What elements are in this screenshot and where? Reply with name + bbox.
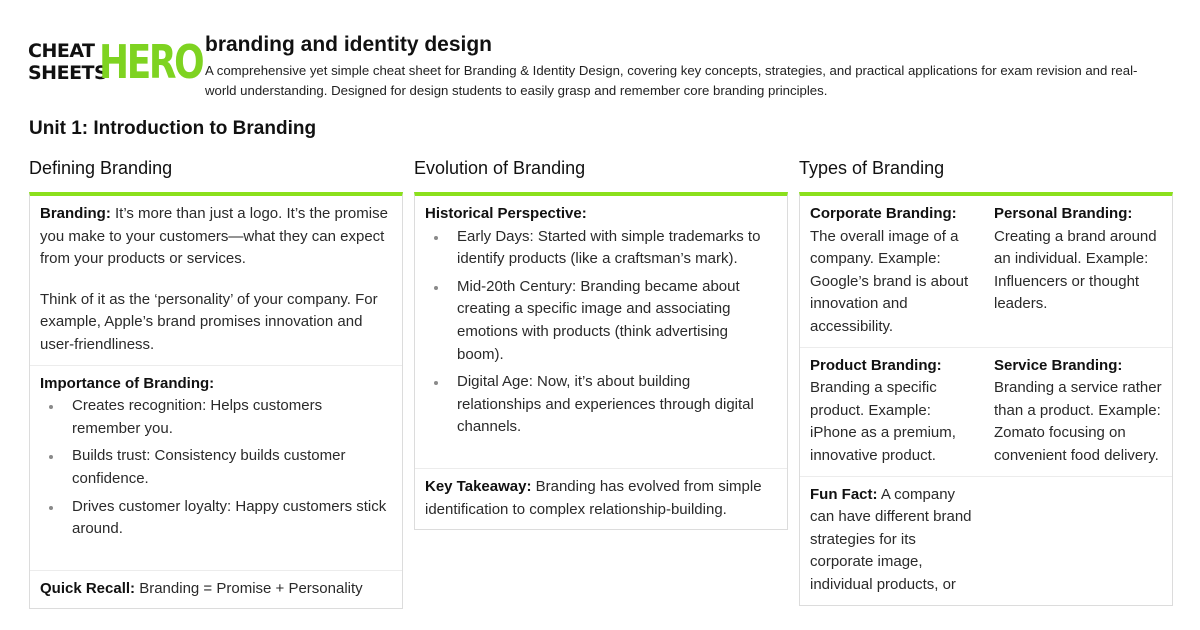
type-personal: Personal Branding: Creating a brand arou…	[994, 203, 1162, 339]
quick-recall-label: Quick Recall:	[40, 579, 136, 597]
fun-fact-text: A company can have different brand strat…	[810, 485, 972, 593]
list-item: Builds trust: Consistency builds custome…	[40, 445, 392, 490]
term-label: Branding:	[40, 205, 111, 222]
list-item: Early Days: Started with simple trademar…	[425, 226, 777, 271]
list-item: Mid-20th Century: Branding became about …	[425, 276, 777, 366]
type-label: Service Branding:	[994, 356, 1123, 374]
list-item: Digital Age: Now, it’s about building re…	[425, 371, 777, 439]
section-types-row-1: Corporate Branding: The overall image of…	[800, 196, 1172, 348]
quick-recall-text: Branding = Promise + Personality	[135, 579, 363, 597]
type-label: Product Branding:	[810, 356, 942, 374]
list-item: Creates recognition: Helps customers rem…	[40, 395, 392, 440]
empty-cell	[994, 484, 1162, 597]
section-label: Importance of Branding:	[40, 374, 215, 392]
list-item: Drives customer loyalty: Happy customers…	[40, 496, 392, 541]
section-quick-recall: Quick Recall: Branding = Promise + Perso…	[30, 571, 402, 609]
term-text: It’s more than just a logo. It’s the pro…	[40, 205, 388, 268]
section-types-row-2: Product Branding: Branding a specific pr…	[800, 348, 1172, 477]
column-defining-branding: Defining Branding Branding: It’s more th…	[29, 155, 403, 610]
card-evolution: Historical Perspective: Early Days: Star…	[414, 192, 788, 531]
type-product: Product Branding: Branding a specific pr…	[810, 355, 978, 468]
card-defining-branding: Branding: It’s more than just a logo. It…	[29, 192, 403, 610]
logo-hero: HERO	[99, 35, 205, 89]
card-types: Corporate Branding: The overall image of…	[799, 192, 1173, 606]
section-branding-definition: Branding: It’s more than just a logo. It…	[30, 196, 402, 366]
column-types-of-branding: Types of Branding Corporate Branding: Th…	[799, 155, 1173, 606]
column-title: Types of Branding	[799, 158, 945, 178]
importance-list: Creates recognition: Helps customers rem…	[40, 395, 392, 541]
logo-line-2: SHEETS	[28, 62, 108, 84]
type-service: Service Branding: Branding a service rat…	[994, 355, 1162, 468]
type-corporate: Corporate Branding: The overall image of…	[810, 203, 978, 339]
title-block: branding and identity design A comprehen…	[205, 32, 1165, 101]
section-importance: Importance of Branding: Creates recognit…	[30, 366, 402, 571]
column-title: Evolution of Branding	[414, 158, 586, 178]
type-label: Corporate Branding:	[810, 205, 957, 222]
history-list: Early Days: Started with simple trademar…	[425, 226, 777, 439]
section-label: Historical Perspective:	[425, 205, 587, 222]
column-evolution-of-branding: Evolution of Branding Historical Perspec…	[414, 155, 788, 531]
column-title: Defining Branding	[29, 158, 173, 178]
unit-title: Unit 1: Introduction to Branding	[29, 118, 317, 139]
page-title: branding and identity design	[205, 33, 493, 56]
type-text: The overall image of a company. Example:…	[810, 227, 969, 335]
section-historical-perspective: Historical Perspective: Early Days: Star…	[415, 196, 787, 469]
example-paragraph: Think of it as the ‘personality’ of your…	[40, 290, 378, 353]
key-takeaway-text: Branding has evolved from simple identif…	[425, 477, 762, 518]
type-label: Personal Branding:	[994, 205, 1133, 222]
cheatsheets-hero-logo[interactable]: CHEAT SHEETS HERO	[28, 36, 205, 90]
section-key-takeaway: Key Takeaway: Branding has evolved from …	[415, 469, 787, 529]
logo-wordmark: CHEAT SHEETS	[28, 40, 108, 84]
logo-line-1: CHEAT	[28, 40, 95, 62]
definition-paragraph: Branding: It’s more than just a logo. It…	[40, 203, 392, 271]
page-description: A comprehensive yet simple cheat sheet f…	[205, 63, 1138, 98]
type-text: Creating a brand around an individual. E…	[994, 227, 1157, 313]
page-header: CHEAT SHEETS HERO branding and identity …	[28, 32, 1178, 102]
fun-fact: Fun Fact: A company can have different b…	[810, 484, 978, 597]
section-fun-fact: Fun Fact: A company can have different b…	[800, 477, 1172, 605]
type-text: Branding a specific product. Example: iP…	[810, 379, 956, 464]
type-text: Branding a service rather than a product…	[994, 379, 1162, 464]
fun-fact-label: Fun Fact:	[810, 485, 878, 503]
key-takeaway-label: Key Takeaway:	[425, 477, 532, 495]
